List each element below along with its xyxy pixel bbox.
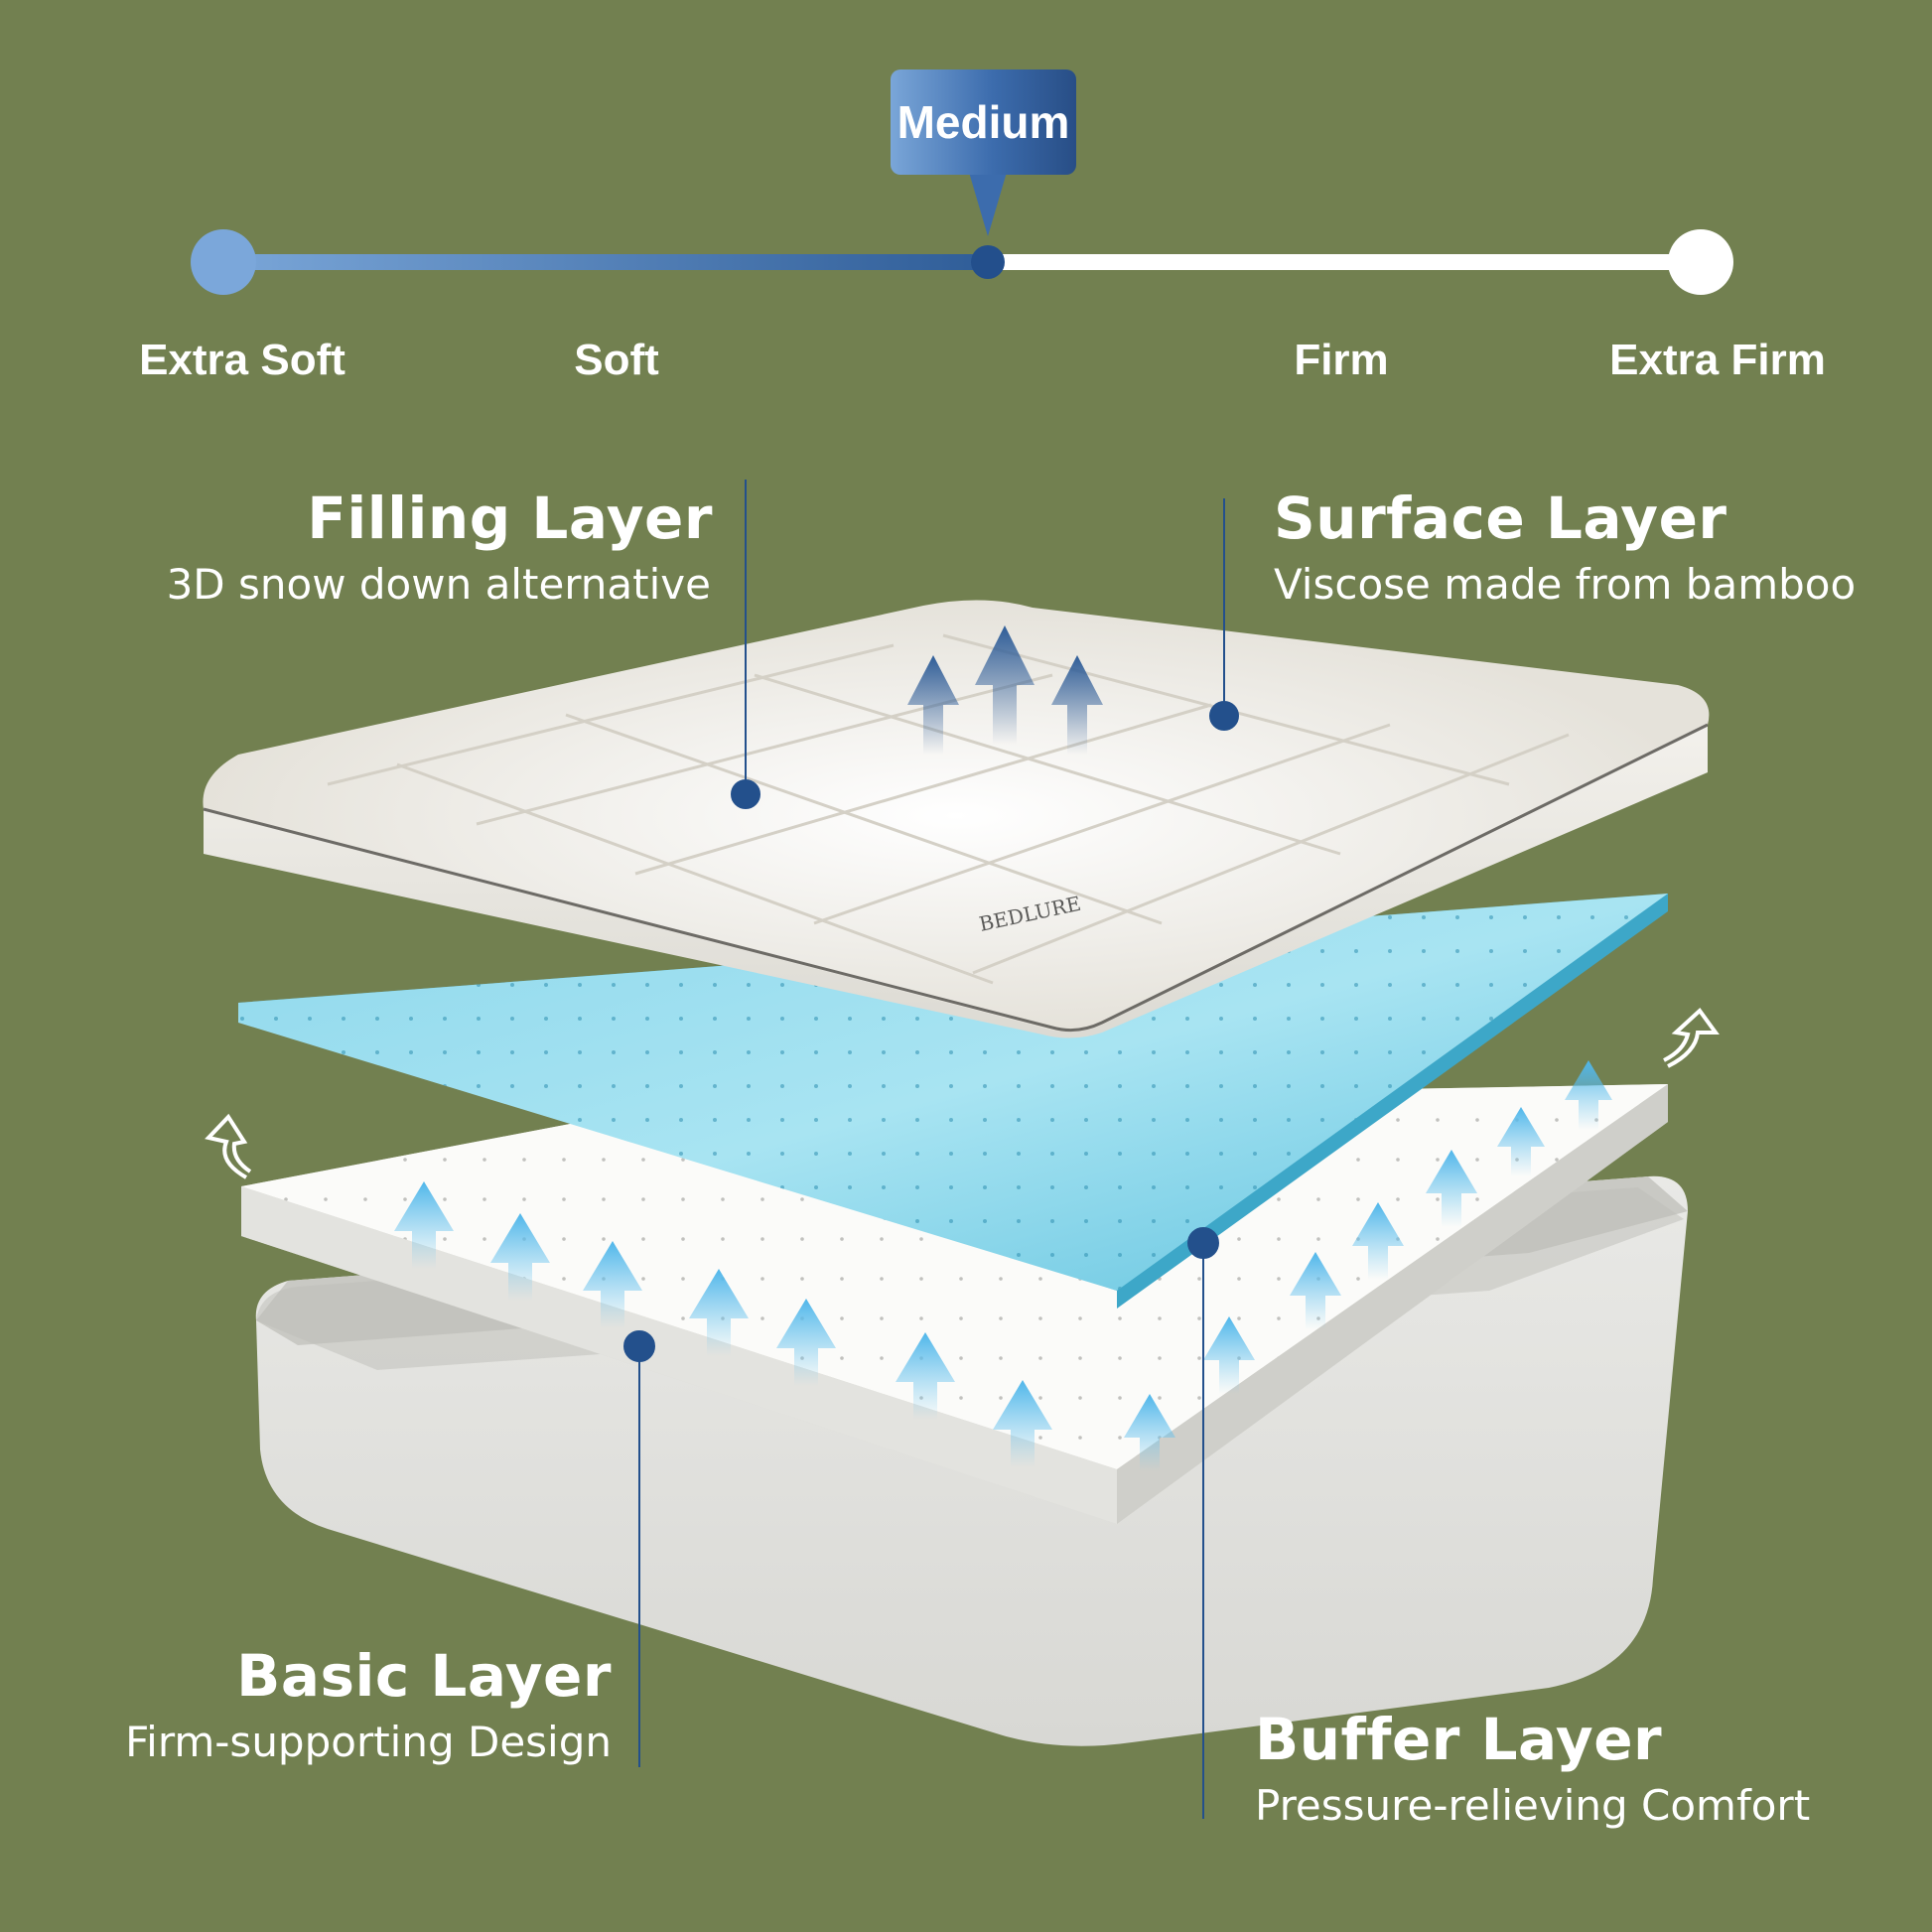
surface-layer-subtitle: Viscose made from bamboo <box>1274 560 1857 609</box>
badge-pointer <box>968 169 1008 236</box>
basic-layer-subtitle: Firm-supporting Design <box>125 1718 612 1766</box>
basic-layer-title: Basic Layer <box>236 1642 612 1710</box>
firmness-scale-track <box>191 169 1733 295</box>
callout-lines <box>623 480 1239 1819</box>
filling-layer-title: Filling Layer <box>307 484 713 552</box>
buffer-layer-title: Buffer Layer <box>1255 1706 1663 1773</box>
surface-layer-title: Surface Layer <box>1274 484 1727 552</box>
scale-end-dot <box>1668 229 1733 295</box>
side-curved-arrows <box>205 1008 1720 1179</box>
gel-layer-shape <box>238 894 1668 1309</box>
basic-layer-marker <box>623 1330 655 1362</box>
scale-empty-segment <box>988 254 1701 270</box>
scale-start-dot <box>191 229 256 295</box>
scale-label-soft: Soft <box>574 336 659 384</box>
surface-layer-marker <box>1209 701 1239 731</box>
scale-label-extra-soft: Extra Soft <box>139 336 345 384</box>
scale-filled-segment <box>223 254 988 270</box>
scale-label-firm: Firm <box>1294 336 1389 384</box>
topper-shape: BEDLURE <box>203 600 1710 1038</box>
scale-thumb <box>971 245 1005 279</box>
scale-label-extra-firm: Extra Firm <box>1609 336 1826 384</box>
buffer-layer-subtitle: Pressure-relieving Comfort <box>1255 1781 1811 1830</box>
airflow-arrows <box>394 1060 1612 1471</box>
filling-layer-marker <box>731 779 760 809</box>
buffer-layer-marker <box>1187 1227 1219 1259</box>
filling-layer-subtitle: 3D snow down alternative <box>166 560 711 609</box>
selected-firmness-badge: Medium <box>891 69 1076 175</box>
buffer-layer-shape <box>241 1084 1668 1524</box>
